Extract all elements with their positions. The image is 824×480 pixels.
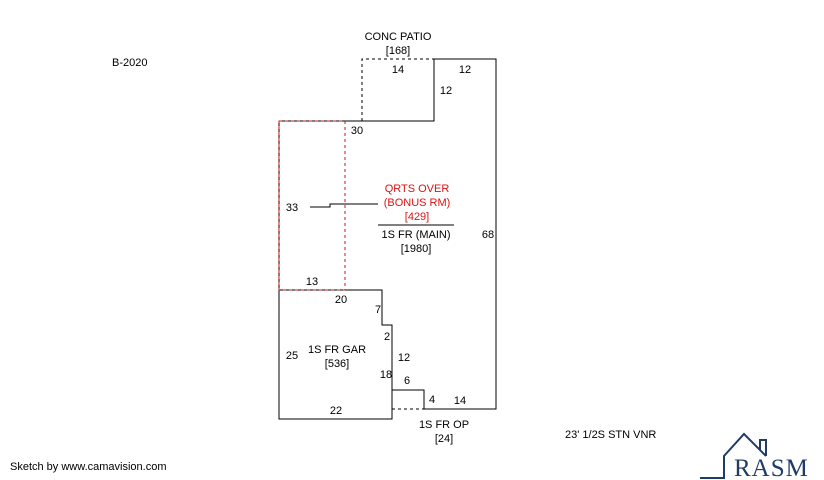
- dim-porch-bottom: 4: [429, 394, 435, 406]
- garage-outline: [279, 289, 393, 390]
- dim-garage-right2: 18: [380, 369, 392, 381]
- dim-main-mid: 20: [335, 294, 347, 306]
- qrts-area: [429]: [405, 211, 429, 223]
- dim-main-top-left: 30: [351, 125, 363, 137]
- dim-main-bottom: 14: [454, 395, 466, 407]
- main-outline: [278, 58, 497, 420]
- dim-main-right: 68: [482, 229, 494, 241]
- veneer-note: 23' 1/2S STN VNR: [565, 429, 656, 441]
- dim-patio-side: 12: [440, 85, 452, 97]
- patio-name: CONC PATIO: [365, 31, 432, 43]
- dim-qrts-bottom: 13: [306, 276, 318, 288]
- porch-name: 1S FR OP: [419, 419, 469, 431]
- patio-area: [168]: [386, 45, 410, 57]
- qrts-leader-line: [310, 203, 378, 208]
- dim-garage-left: 25: [286, 350, 298, 362]
- patio-outline: [361, 58, 434, 121]
- garage-name: 1S FR GAR: [308, 344, 366, 356]
- dim-main-top: 12: [459, 64, 471, 76]
- garage-area: [536]: [325, 358, 349, 370]
- qrts-name-line1: QRTS OVER: [385, 183, 450, 195]
- dim-garage-step1: 7: [375, 304, 381, 316]
- qrts-name-line2: (BONUS RM): [384, 197, 451, 209]
- dim-patio-top: 14: [392, 64, 404, 76]
- logo-text: RASM: [734, 455, 809, 480]
- main-name: 1S FR (MAIN): [381, 229, 450, 241]
- footer-credit: Sketch by www.camavision.com: [10, 461, 167, 473]
- qrts-overlay-outline: [278, 120, 346, 291]
- porch-area: [24]: [435, 433, 453, 445]
- rasm-logo: RASM: [700, 432, 809, 480]
- dim-garage-right: 12: [398, 352, 410, 364]
- main-area: [1980]: [401, 243, 432, 255]
- house-icon: [700, 432, 767, 479]
- dim-garage-step2: 2: [384, 331, 390, 343]
- dim-qrts-height: 33: [286, 202, 298, 214]
- dim-garage-bottom: 22: [330, 405, 342, 417]
- dim-porch-side: 6: [404, 375, 410, 387]
- sketch-id-label: B-2020: [112, 57, 147, 69]
